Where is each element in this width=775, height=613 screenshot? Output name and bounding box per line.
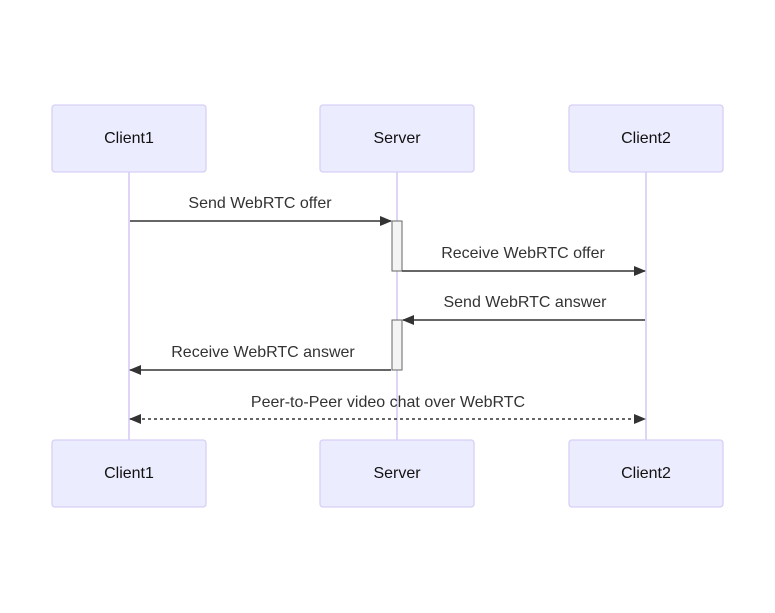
actor-top-client2: Client2 xyxy=(568,104,724,173)
actor-label: Client1 xyxy=(104,130,154,147)
actor-label: Server xyxy=(373,130,421,147)
server-activation-2 xyxy=(391,319,403,371)
message-send-offer: Send WebRTC offer xyxy=(130,195,392,226)
actor-bottom-server: Server xyxy=(319,439,475,508)
message-receive-answer: Receive WebRTC answer xyxy=(129,344,391,375)
actor-label: Client1 xyxy=(104,465,154,482)
actor-label: Client2 xyxy=(621,130,671,147)
actor-bottom-client2: Client2 xyxy=(568,439,724,508)
message-peer-to-peer: Peer-to-Peer video chat over WebRTC xyxy=(129,394,646,424)
actor-label: Server xyxy=(373,465,421,482)
message-label: Receive WebRTC answer xyxy=(171,344,355,361)
message-label: Send WebRTC answer xyxy=(443,294,607,311)
message-label: Peer-to-Peer video chat over WebRTC xyxy=(251,394,525,411)
actor-top-client1: Client1 xyxy=(51,104,207,173)
actor-bottom-client1: Client1 xyxy=(51,439,207,508)
actor-top-server: Server xyxy=(319,104,475,173)
server-activation-1 xyxy=(391,220,403,272)
message-send-answer: Send WebRTC answer xyxy=(402,294,645,325)
message-label: Send WebRTC offer xyxy=(188,195,332,212)
message-label: Receive WebRTC offer xyxy=(441,245,605,262)
actor-label: Client2 xyxy=(621,465,671,482)
message-receive-offer: Receive WebRTC offer xyxy=(402,245,646,276)
